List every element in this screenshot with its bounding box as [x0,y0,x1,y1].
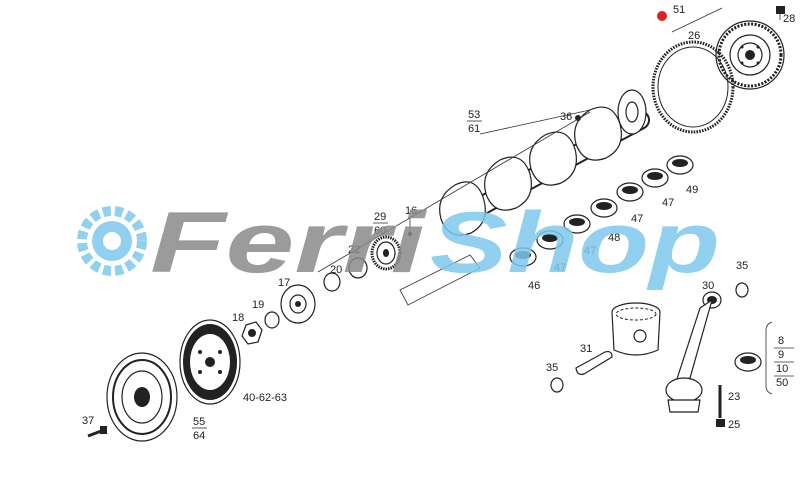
crankshaft-pulley [106,352,178,442]
washer [264,311,280,329]
label-37: 37 [82,415,94,427]
label-40-62-63: 40-62-63 [243,392,287,404]
rod-nut [716,419,725,427]
label-46: 46 [528,280,540,292]
label-55: 55 [193,416,205,428]
label-26: 26 [688,30,700,42]
label-31: 31 [580,343,592,355]
leader-51 [671,7,723,33]
flywheel-bolt [776,6,785,20]
label-50: 50 [776,377,788,389]
leader-53 [479,109,591,135]
label-10: 10 [776,363,788,375]
label-64: 64 [193,430,205,442]
leader-53-61 [317,111,591,273]
label-60: 60 [374,225,386,237]
flywheel [715,20,785,90]
main-bearing-shells [509,155,694,267]
hub-pulley [280,284,316,324]
label-22: 22 [348,244,360,256]
label-28: 28 [783,13,795,25]
ring-gear [651,40,735,134]
label-47-mid: 47 [631,213,643,225]
watermark-shop: Shop [430,195,720,291]
nut [241,321,263,345]
label-35-right: 35 [736,260,748,272]
label-18: 18 [232,312,244,324]
pulley-bolt [87,426,107,438]
label-20: 20 [330,264,342,276]
seal-ring [348,257,368,279]
piston [611,302,661,356]
label-53: 53 [468,109,480,121]
label-48: 48 [608,232,620,244]
key-pin [408,232,412,236]
label-47-top: 47 [662,197,674,209]
label-29: 29 [374,211,386,223]
spacer-ring [323,272,341,292]
label-35-left: 35 [546,362,558,374]
bracket-8-50 [765,321,773,395]
label-17: 17 [278,277,290,289]
label-9: 9 [778,349,784,361]
label-30: 30 [702,280,714,292]
timing-gear [370,235,402,271]
torsional-damper [179,319,241,405]
label-47-bottom: 47 [554,262,566,274]
label-19: 19 [252,299,264,311]
label-61: 61 [468,123,480,135]
label-16: 16 [405,205,417,217]
connecting-rod [665,298,722,418]
label-36: 36 [560,111,572,123]
red-marker-dot [657,11,667,21]
piston-pin [575,350,613,375]
crankshaft [399,89,650,306]
label-51: 51 [673,4,685,16]
label-23: 23 [728,391,740,403]
big-end-bearing [734,352,762,372]
label-49: 49 [686,184,698,196]
gear-icon [77,206,147,276]
label-8: 8 [778,335,784,347]
label-47-lower: 47 [584,245,596,257]
label-25: 25 [728,419,740,431]
watermark-ferri: Ferri [150,195,428,291]
watermark-logo: Ferri Shop [77,195,720,291]
circlip-left [550,377,564,393]
circlip-right [735,282,749,298]
